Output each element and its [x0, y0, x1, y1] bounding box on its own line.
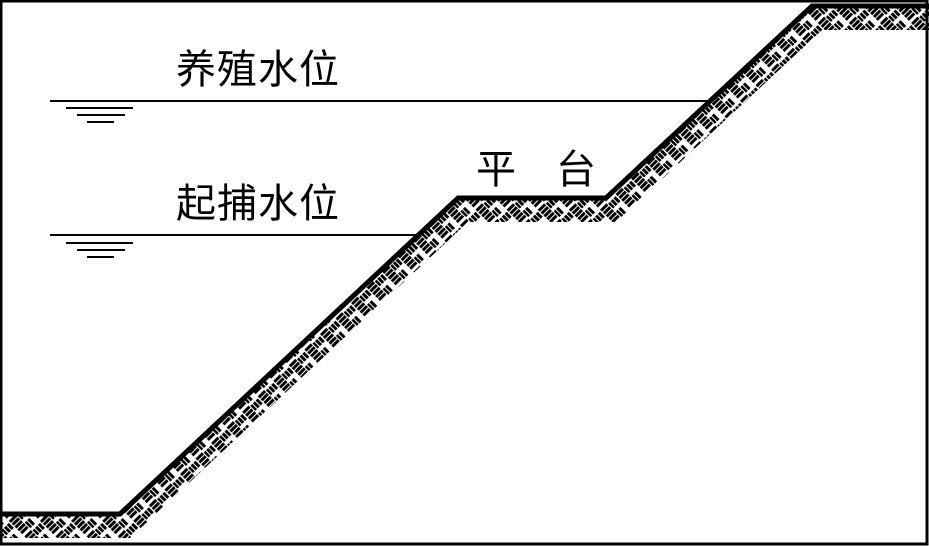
water-level-symbol-icon [66, 242, 133, 258]
platform-label: 平 台 [476, 147, 596, 193]
harvest-water-level-label: 起捕水位 [176, 181, 340, 227]
water-level-symbol-icon [66, 107, 133, 123]
culture-water-level-label: 养殖水位 [176, 47, 340, 93]
ground-profile-line [0, 3, 929, 517]
